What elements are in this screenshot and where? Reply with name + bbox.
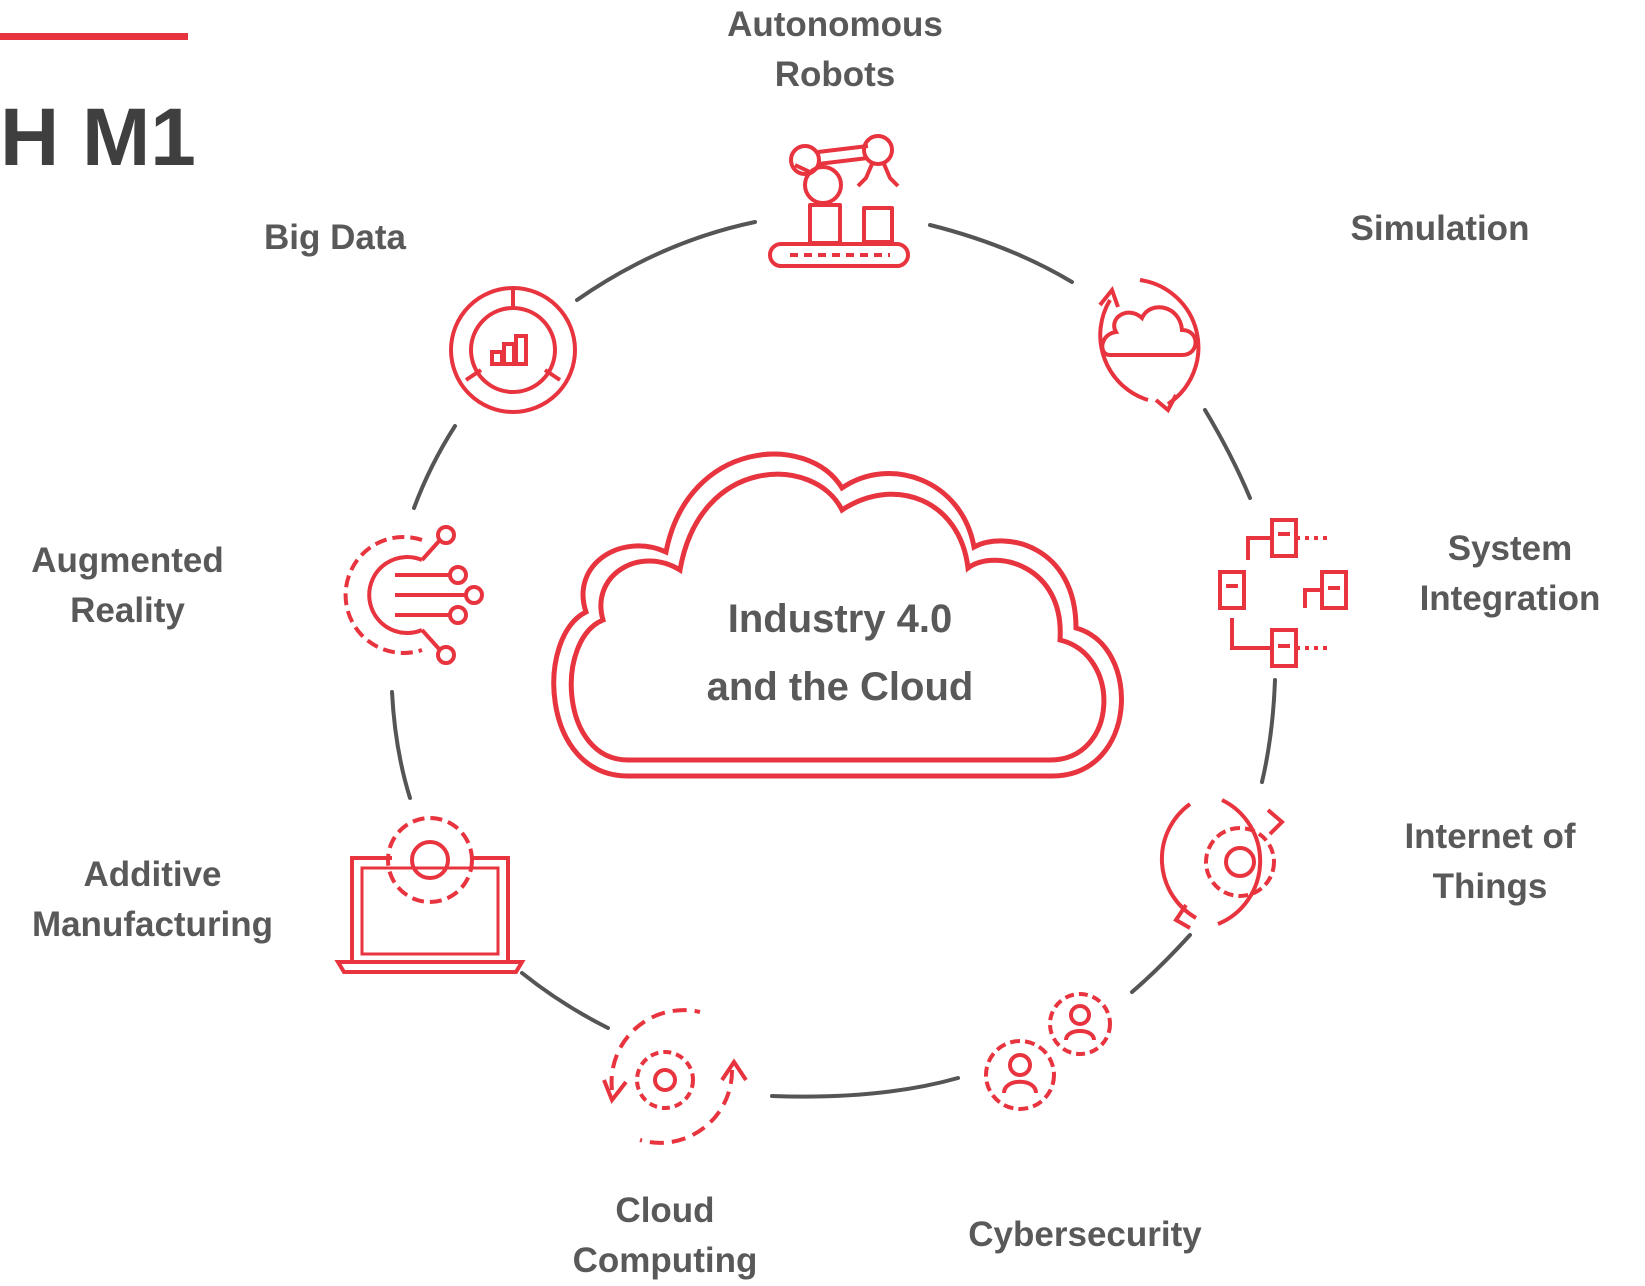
label-system-integration-line2: Integration [1419, 579, 1601, 618]
gear-cycle-icon [1159, 798, 1285, 930]
label-additive-manufacturing: Additive Manufacturing [10, 850, 295, 950]
center-label-line1: Industry 4.0 [727, 597, 953, 641]
ring-arc-augmented-bigdata [412, 424, 457, 510]
ring-arc-integration-iot [1260, 678, 1277, 784]
user-gears-icon [984, 992, 1112, 1111]
label-additive-manufacturing-line1: Additive [83, 855, 222, 894]
center-label: Industry 4.0 and the Cloud [640, 585, 1040, 721]
ring-arc-simulation-integration [1203, 408, 1252, 500]
label-augmented-reality: Augmented Reality [10, 536, 245, 636]
network-nodes-icon [1218, 518, 1348, 668]
ring-arc-cybersecurity-cloudcomputing [770, 1076, 960, 1099]
page-title: H M1 [0, 92, 196, 183]
label-cloud-computing-line2: Computing [572, 1241, 758, 1280]
ring-arc-iot-cybersecurity [1130, 933, 1192, 994]
label-autonomous-robots: Autonomous Robots [705, 0, 965, 100]
label-augmented-reality-line1: Augmented [31, 541, 224, 580]
gear-circuit-icon [343, 525, 484, 665]
label-simulation: Simulation [1310, 204, 1570, 254]
gear-refresh-icon [602, 1008, 748, 1145]
label-simulation-line1: Simulation [1350, 209, 1530, 248]
cloud-sync-icon [1098, 278, 1201, 414]
center-label-line2: and the Cloud [706, 665, 974, 709]
label-system-integration: System Integration [1400, 524, 1620, 624]
label-autonomous-robots-line1: Autonomous [727, 5, 943, 44]
laptop-gear-icon [334, 816, 526, 974]
label-cybersecurity-line1: Cybersecurity [968, 1215, 1202, 1254]
label-big-data: Big Data [230, 213, 440, 263]
ring-arc-additive-augmented [390, 690, 412, 800]
robot-arm-conveyor-icon [768, 134, 910, 268]
ring-arc-bigdata-robots [575, 220, 757, 302]
label-internet-of-things-line1: Internet of [1404, 817, 1576, 856]
label-system-integration-line1: System [1447, 529, 1573, 568]
label-cloud-computing-line1: Cloud [615, 1191, 715, 1230]
title-accent-rule [0, 33, 188, 40]
ring-connectors [390, 220, 1277, 1099]
donut-chart-icon [449, 286, 577, 414]
label-additive-manufacturing-line2: Manufacturing [31, 905, 274, 944]
label-cloud-computing: Cloud Computing [545, 1186, 785, 1286]
label-internet-of-things: Internet of Things [1370, 812, 1610, 912]
label-internet-of-things-line2: Things [1432, 867, 1548, 906]
label-big-data-line1: Big Data [264, 218, 406, 257]
cloud-icon [551, 451, 1124, 779]
ring-arc-robots-simulation [928, 223, 1074, 284]
ring-arc-cloudcomputing-additive [520, 971, 610, 1030]
label-autonomous-robots-line2: Robots [774, 55, 896, 94]
label-cybersecurity: Cybersecurity [940, 1210, 1230, 1260]
label-augmented-reality-line2: Reality [70, 591, 185, 630]
